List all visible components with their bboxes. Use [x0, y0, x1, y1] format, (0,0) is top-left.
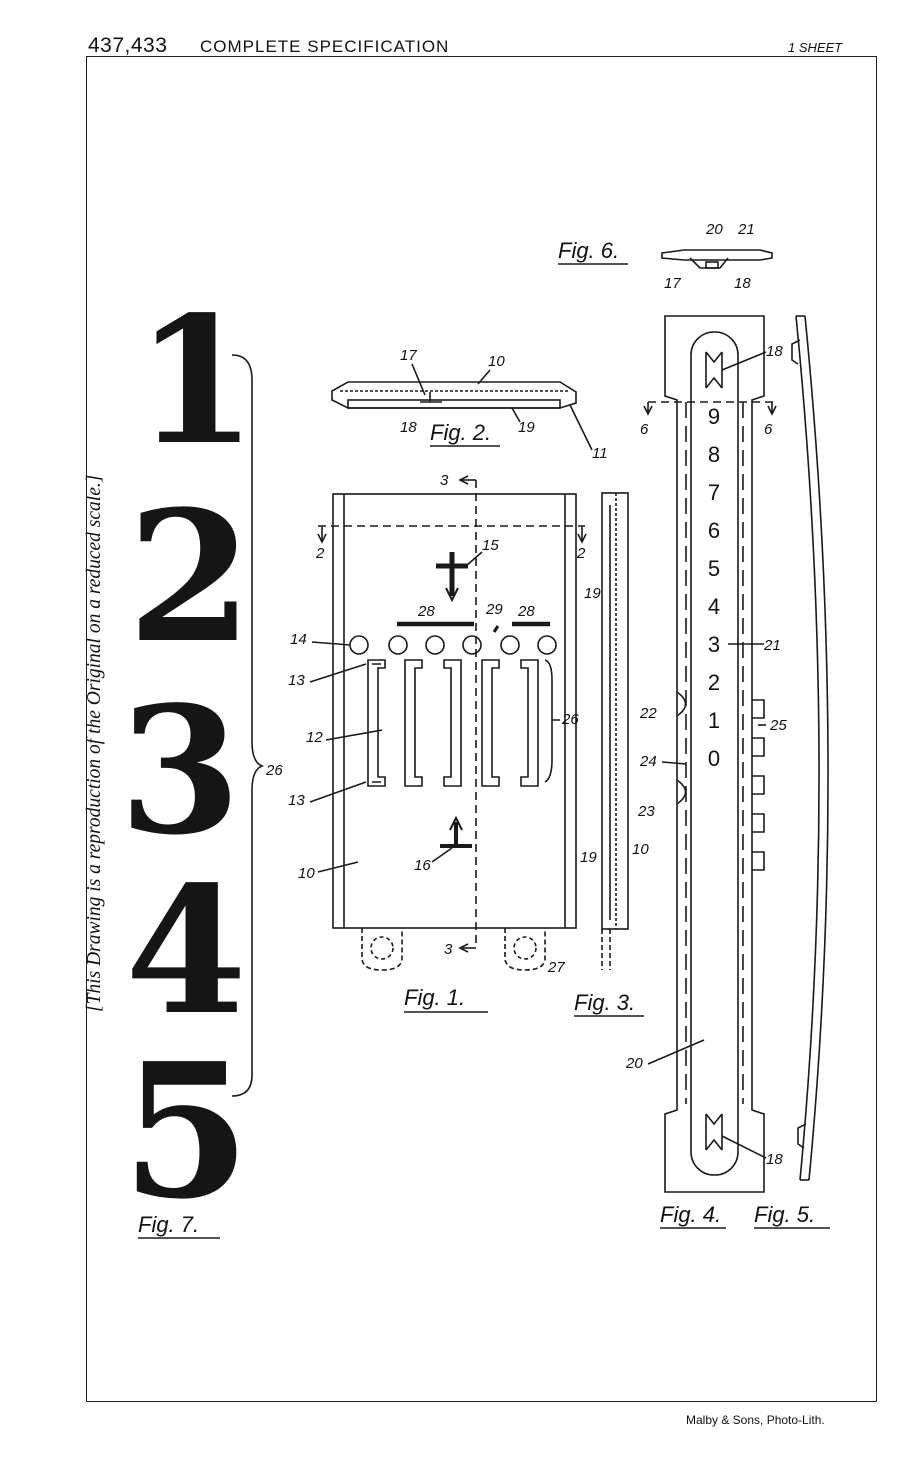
fig3-section: 19 19 10 Fig. 3. [574, 492, 649, 1017]
label-10-fig1: 10 [298, 865, 315, 882]
fig5-caption: Fig. 5. [754, 1202, 815, 1227]
fig3-caption: Fig. 3. [574, 990, 635, 1015]
label-6-right: 6 [764, 421, 773, 438]
label-14: 14 [290, 631, 307, 648]
label-20-fig6: 20 [705, 221, 723, 238]
numeral-2: 2 [127, 472, 252, 683]
numeral-4: 4 [125, 849, 247, 1054]
scale-digit-8: 8 [708, 442, 720, 467]
fig4-caption: Fig. 4. [660, 1202, 721, 1227]
fig2-section: 17 10 18 19 11 Fig. 2. [331, 347, 608, 462]
label-3-bottom: 3 [444, 941, 453, 958]
label-25: 25 [769, 717, 787, 734]
fig5-strip: Fig. 5. [754, 315, 830, 1229]
scale-digit-1: 1 [708, 708, 720, 733]
label-12: 12 [306, 729, 323, 746]
drawing-frame [86, 56, 877, 1402]
label-26-fig1: 26 [561, 711, 579, 728]
label-19-fig3-top: 19 [584, 585, 601, 602]
scale-digit-3: 3 [708, 632, 720, 657]
label-18-fig4-top: 18 [766, 343, 783, 360]
label-29: 29 [485, 601, 503, 618]
scale-digit-5: 5 [708, 556, 720, 581]
label-2-left: 2 [315, 545, 325, 562]
label-10-fig2: 10 [488, 353, 505, 370]
fig6-section: 20 21 17 18 Fig. 6. [558, 221, 773, 292]
label-3-top: 3 [440, 472, 449, 489]
fig1-caption: Fig. 1. [404, 985, 465, 1010]
label-28-a: 28 [417, 603, 435, 620]
label-17-fig6: 17 [664, 275, 681, 292]
label-11-fig2: 11 [592, 445, 608, 462]
fig7-numerals: 1 2 3 4 5 26 Fig. 7. [119, 279, 283, 1240]
label-13-top: 13 [288, 672, 305, 689]
numeral-5: 5 [122, 1022, 251, 1240]
fig4-strip: 6 6 9 8 7 6 5 4 3 2 1 0 18 21 22 24 23 2… [625, 315, 787, 1229]
label-17-fig2: 17 [400, 347, 417, 364]
scale-digit-7: 7 [708, 480, 720, 505]
patent-number: 437,433 [88, 34, 168, 57]
label-23: 23 [637, 803, 655, 820]
scale-digit-0: 0 [708, 746, 720, 771]
label-13-bottom: 13 [288, 792, 305, 809]
label-19-fig2: 19 [518, 419, 535, 436]
label-28-b: 28 [517, 603, 535, 620]
label-18-fig4-bottom: 18 [766, 1151, 783, 1168]
label-22: 22 [639, 705, 657, 722]
label-15: 15 [482, 537, 499, 554]
label-20-fig4: 20 [625, 1055, 643, 1072]
printer-credit: Malby & Sons, Photo-Lith. [686, 1413, 825, 1427]
label-16: 16 [414, 857, 431, 874]
numeral-1: 1 [135, 279, 257, 484]
label-2-right: 2 [576, 545, 586, 562]
label-26-fig7: 26 [265, 762, 283, 779]
sheet-count: 1 SHEET [788, 40, 843, 55]
label-18-fig2: 18 [400, 419, 417, 436]
scale-digit-6: 6 [708, 518, 720, 543]
numeral-3: 3 [119, 669, 241, 874]
label-21-fig4: 21 [763, 637, 781, 654]
label-18-fig6: 18 [734, 275, 751, 292]
document-title: COMPLETE SPECIFICATION [200, 37, 450, 56]
label-27: 27 [547, 959, 565, 976]
label-21-fig6: 21 [737, 221, 755, 238]
fig6-caption: Fig. 6. [558, 238, 619, 263]
fig1-plan: 2 2 3 3 15 16 28 28 29 [288, 472, 587, 1013]
label-19-fig3-bottom: 19 [580, 849, 597, 866]
scale-digit-2: 2 [708, 670, 720, 695]
label-10-fig3: 10 [632, 841, 649, 858]
scale-digit-4: 4 [708, 594, 720, 619]
fig7-caption: Fig. 7. [138, 1212, 199, 1237]
label-6-left: 6 [640, 421, 649, 438]
scale-digit-9: 9 [708, 404, 720, 429]
brace-26 [231, 354, 265, 1097]
fig2-caption: Fig. 2. [430, 420, 491, 445]
label-24: 24 [639, 753, 657, 770]
